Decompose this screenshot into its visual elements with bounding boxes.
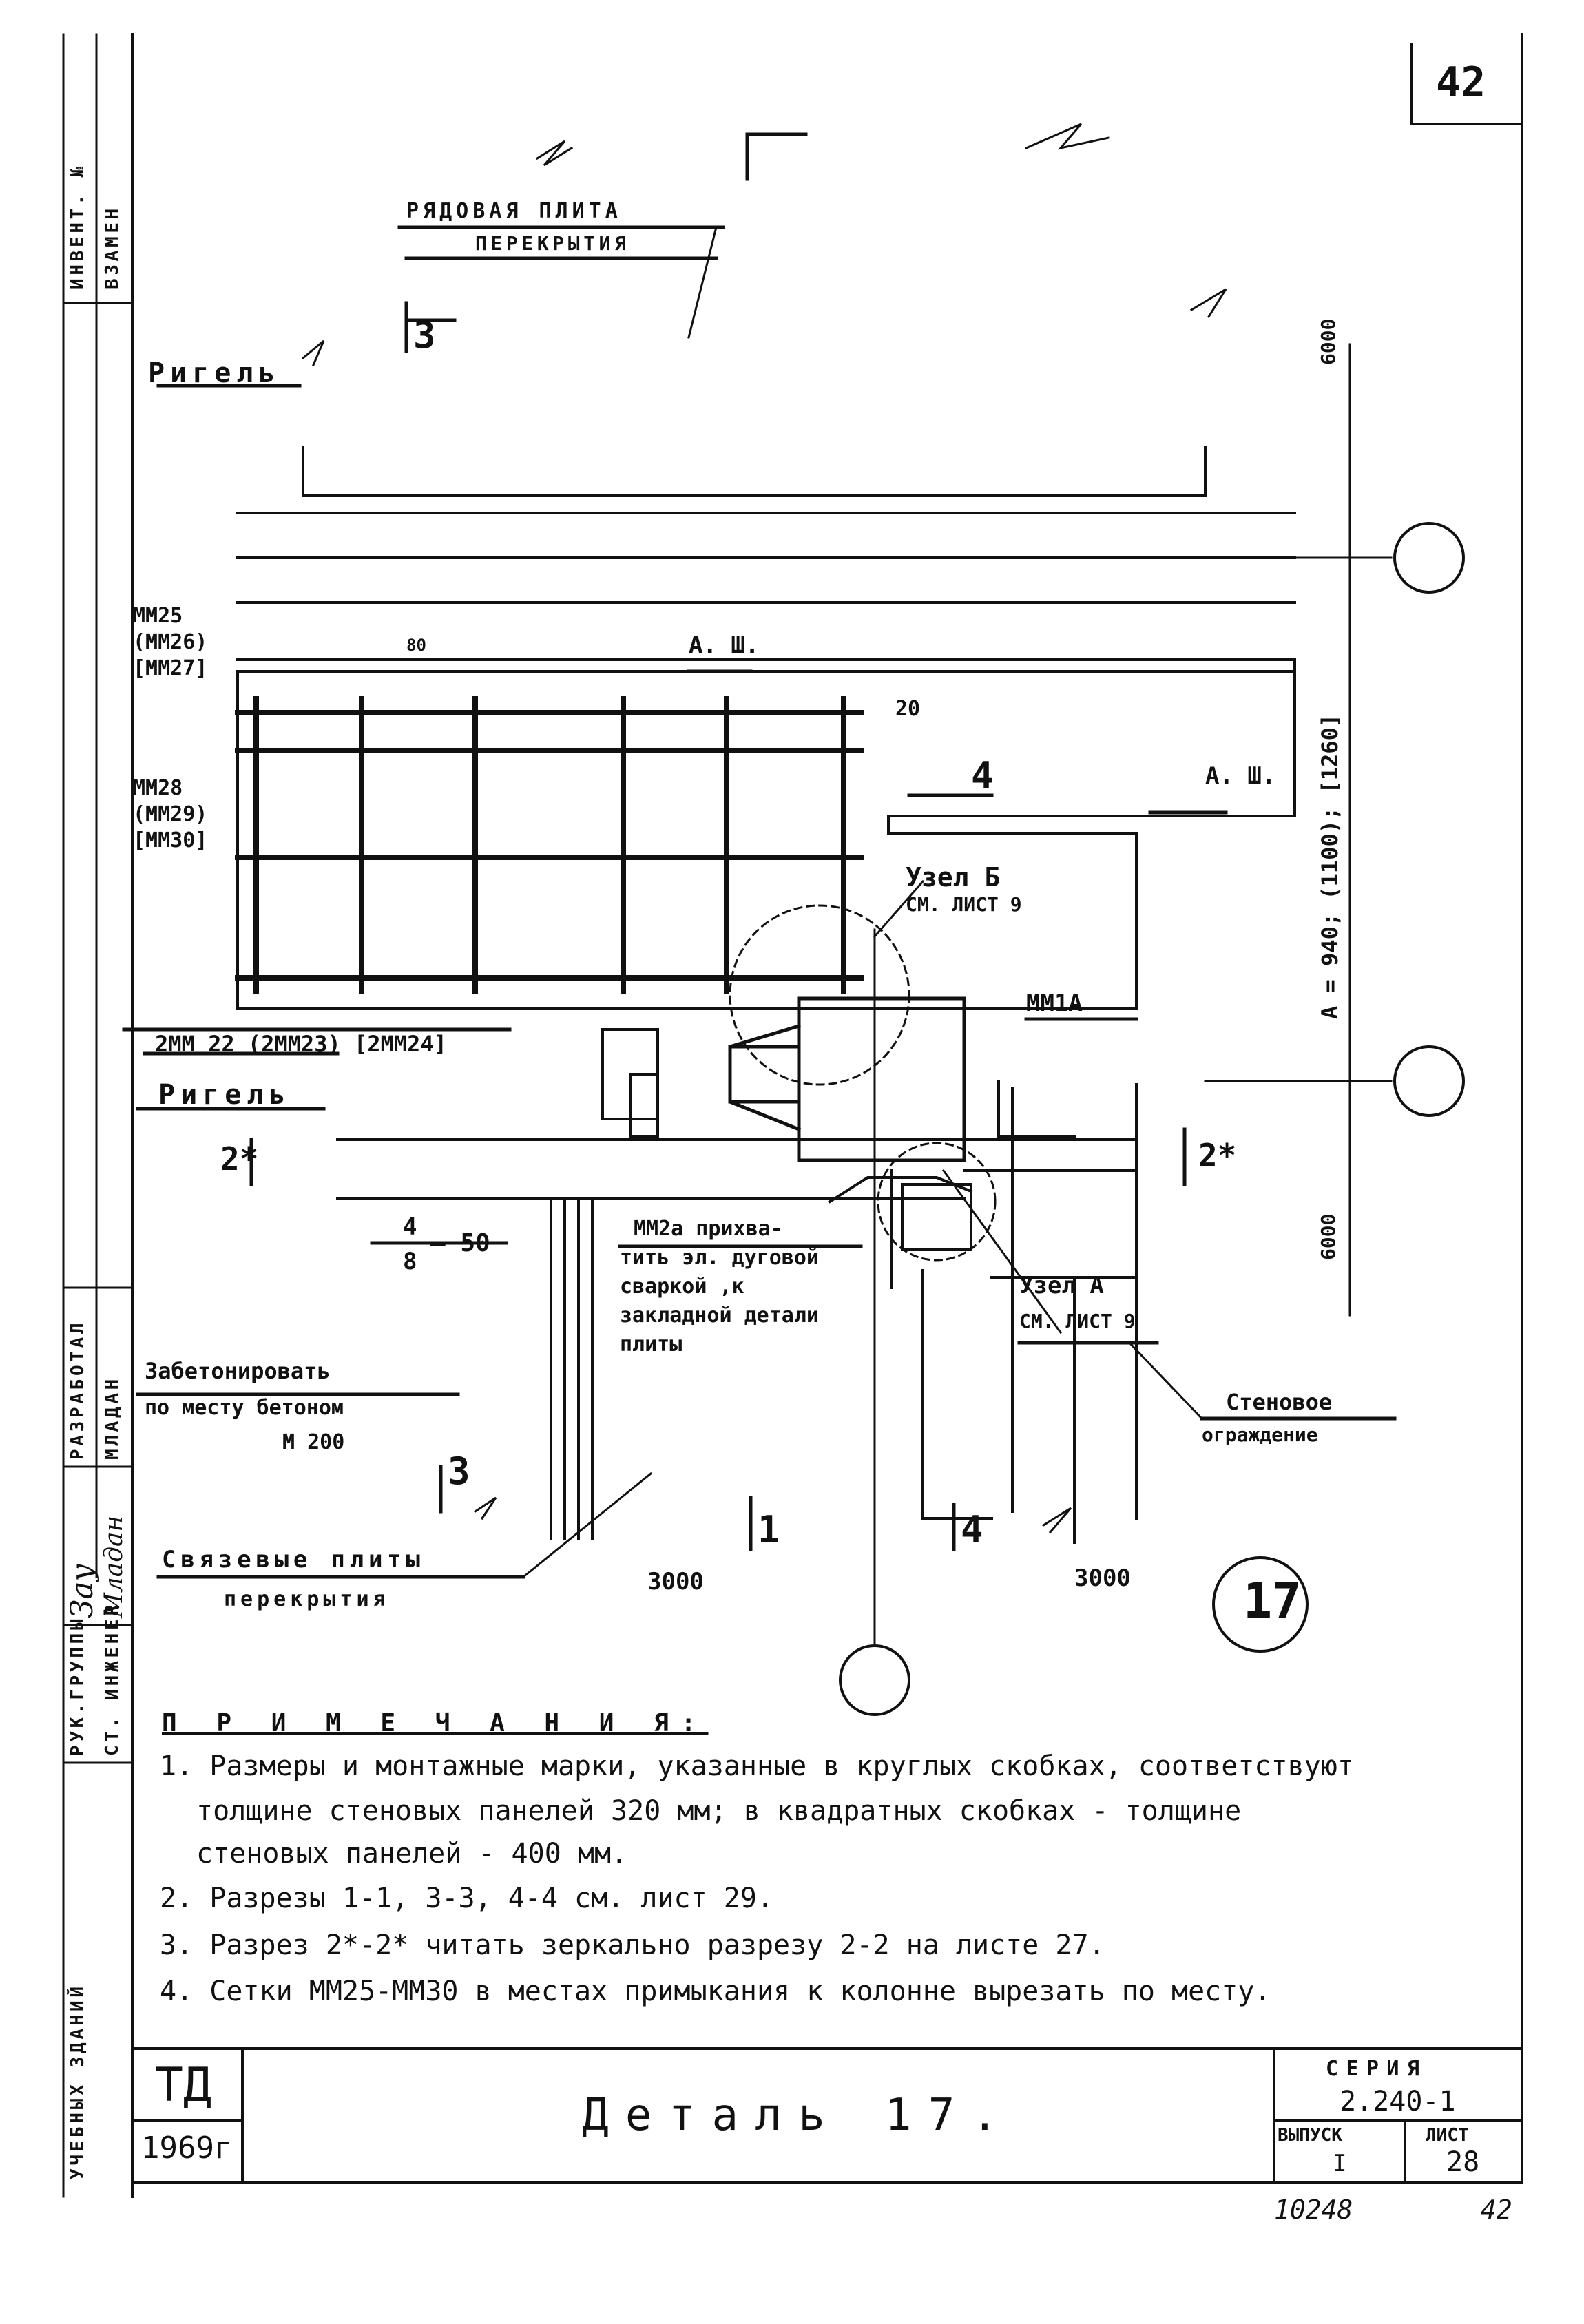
ash-label-2: А. Ш.: [1205, 762, 1276, 790]
fraction-numerator: 4: [403, 1213, 417, 1241]
educational-buildings-label: УЧЕБНЫХ ЗДАНИЙ: [67, 1983, 88, 2179]
concrete-note-3: М 200: [282, 1430, 345, 1454]
note-2: 2. Разрезы 1-1, 3-3, 4-4 см. лист 29.: [160, 1883, 774, 1914]
inventory-number-label: ИНВЕНТ. №: [67, 163, 88, 289]
tie-slabs-label-2: перекрытия: [224, 1587, 390, 1611]
note-1c: стеновых панелей - 400 мм.: [196, 1838, 628, 1870]
note-3: 3. Разрез 2*-2* читать зеркально разрезу…: [160, 1929, 1105, 1961]
axis-lines: [873, 343, 1393, 1647]
series-label: СЕРИЯ: [1326, 2057, 1428, 2081]
section-markers: [122, 132, 1397, 1579]
archive-number: 10248: [1274, 2195, 1353, 2225]
ash-label-1: А. Ш.: [689, 631, 760, 659]
column: [728, 996, 966, 1162]
detail-number: 17: [1243, 1573, 1302, 1629]
slab-outline: [236, 446, 1296, 1010]
break-lines: [301, 123, 1227, 1579]
instead-label: ВЗАМЕН: [102, 205, 123, 289]
signature-1: Зау: [65, 1563, 100, 1618]
sheet-label: ЛИСТ: [1426, 2125, 1469, 2146]
cut-4-label: 4: [971, 754, 994, 797]
mm30-label: [ММ30]: [133, 828, 208, 852]
dim-6000-bottom: 6000: [1317, 1213, 1340, 1260]
left-strip: [62, 33, 134, 2198]
org-code: ТД: [155, 2058, 211, 2113]
cut-2star-left: 2*: [220, 1140, 259, 1177]
series-value: 2.240-1: [1340, 2086, 1456, 2117]
mm25-label: ММ25: [133, 604, 183, 628]
axis-bubbles: [839, 522, 1465, 1716]
page-number: 42: [1481, 2195, 1512, 2225]
note-4: 4. Сетки ММ25-ММ30 в местах примыкания к…: [160, 1976, 1271, 2007]
dim-6000-top: 6000: [1317, 318, 1340, 365]
issue-value: I: [1333, 2150, 1347, 2177]
rigel-top-label: Ригель: [148, 357, 281, 389]
dim-3000-left: 3000: [647, 1568, 704, 1595]
row-slab-label-2: ПЕРЕКРЫТИЯ: [475, 232, 630, 255]
node-a-label-2: СМ. ЛИСТ 9: [1019, 1310, 1136, 1332]
drawing-title: Деталь 17.: [582, 2090, 1015, 2141]
lower-column: [550, 1197, 594, 1540]
note-1b: толщине стеновых панелей 320 мм; в квадр…: [196, 1795, 1242, 1827]
node-a-label-1: Узел А: [1019, 1272, 1104, 1299]
cut-2star-right: 2*: [1198, 1137, 1237, 1174]
wall-panels: [828, 1080, 1138, 1520]
rigel-mid-label: Ригель: [158, 1079, 291, 1111]
mm26-label: (ММ26): [133, 630, 208, 654]
tie-slabs-label-1: Связевые плиты: [162, 1546, 425, 1573]
sheet-frame: [131, 33, 1523, 2198]
mm2a-note-5: плиты: [620, 1332, 682, 1357]
wall-label-2: ограждение: [1202, 1423, 1318, 1446]
wall-label-1: Стеновое: [1226, 1389, 1333, 1415]
cut-1-label: 1: [758, 1508, 780, 1551]
mm2a-note-2: тить эл. дуговой: [620, 1246, 819, 1270]
mesh-grid: [235, 696, 864, 994]
dim-3000-right: 3000: [1074, 1564, 1131, 1592]
mm22-label: 2ММ 22 (2ММ23) [2ММ24]: [155, 1031, 447, 1057]
node-b-label-1: Узел Б: [906, 862, 1001, 892]
mm27-label: [ММ27]: [133, 656, 208, 680]
cut-3-bottom-label: 3: [448, 1449, 470, 1493]
node-b-label-2: СМ. ЛИСТ 9: [906, 893, 1022, 916]
dim-a-label: А = 940; (1100); [1260]: [1317, 713, 1343, 1019]
sheet-corner-number: 42: [1436, 59, 1486, 107]
issue-label: ВЫПУСК: [1278, 2125, 1342, 2146]
senior-engineer-label: СТ. ИНЖЕНЕР: [102, 1602, 123, 1756]
mm28-label: ММ28: [133, 776, 183, 800]
note-1a: 1. Размеры и монтажные марки, указанные …: [160, 1750, 1354, 1782]
dim-20: 20: [895, 697, 921, 721]
sheet-value: 28: [1446, 2146, 1480, 2178]
fraction-value: – 50: [430, 1229, 490, 1257]
mm2a-note-3: сваркой ,к: [620, 1275, 744, 1299]
cut-4-bottom-label: 4: [961, 1508, 983, 1551]
year: 1969г: [141, 2131, 233, 2166]
row-slab-label-1: РЯДОВАЯ ПЛИТА: [406, 199, 622, 223]
mm1a-label: ММ1А: [1026, 990, 1083, 1017]
developed-label: РАЗРАБОТАЛ: [67, 1319, 88, 1460]
mm2a-note-1: ММ2а прихва-: [634, 1217, 783, 1241]
notes-title: П Р И М Е Ч А Н И Я:: [162, 1709, 709, 1737]
cut-3-top-label: 3: [413, 313, 436, 357]
drew-label: МЛАДАН: [102, 1376, 123, 1460]
mm2a-note-4: закладной детали: [620, 1304, 819, 1328]
fraction-denominator: 8: [403, 1248, 417, 1275]
concrete-note-1: Забетонировать: [145, 1358, 331, 1384]
mm29-label: (ММ29): [133, 802, 208, 826]
group-leader-label: РУК.ГРУППЫ: [67, 1615, 88, 1756]
dim-80: 80: [406, 636, 426, 655]
concrete-note-2: по месту бетоном: [145, 1396, 344, 1420]
